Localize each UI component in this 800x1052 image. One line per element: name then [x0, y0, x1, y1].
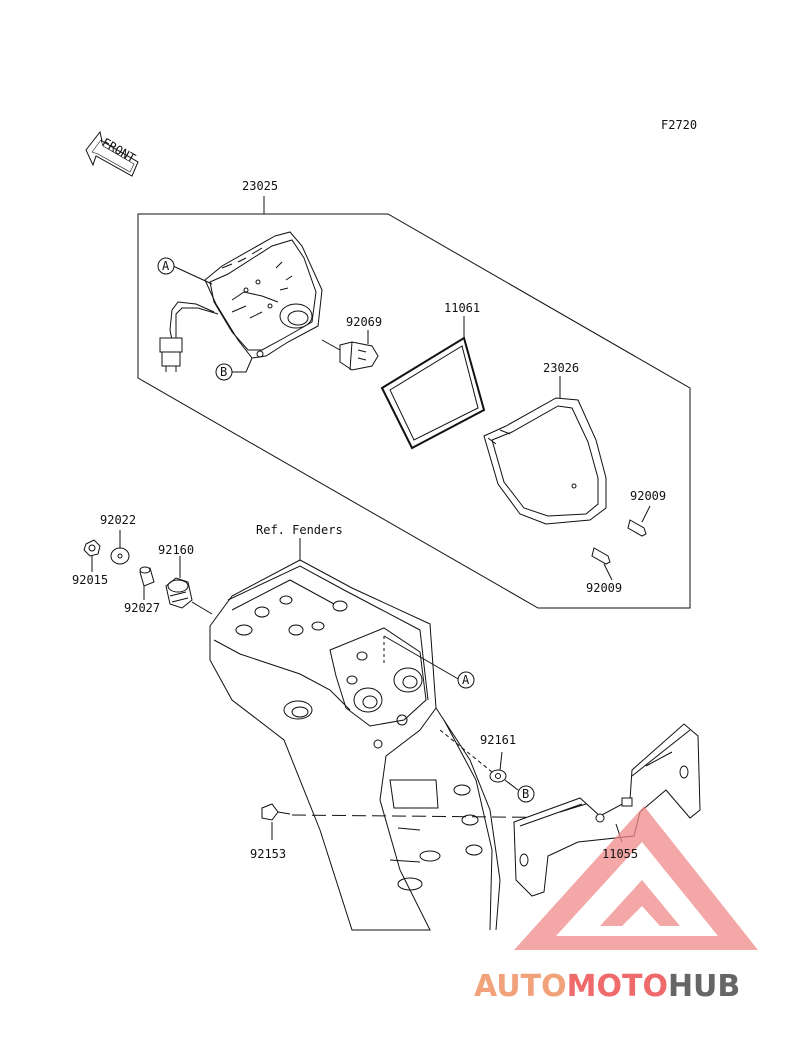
- label-92009-right: 92009: [630, 489, 666, 503]
- label-92009-lower: 92009: [586, 581, 622, 595]
- nut-92015: [83, 539, 101, 572]
- front-arrow-icon: [85, 130, 139, 177]
- rear-fender-frame: [209, 559, 501, 931]
- grommet-92160: [165, 556, 213, 615]
- label-92153: 92153: [250, 847, 286, 861]
- callout-a-frame-circle: [457, 671, 475, 689]
- bracket-11055: [513, 723, 701, 897]
- screw-92009-right: [627, 505, 651, 537]
- callout-b-label: B: [220, 365, 227, 379]
- bolt-92153: [261, 803, 601, 840]
- lens-23026: [483, 376, 607, 525]
- callout-a-label: A: [162, 259, 170, 273]
- watermark-moto: MOTO: [567, 969, 668, 1004]
- callout-b-circle: [215, 363, 233, 381]
- taillight-housing: [159, 231, 323, 372]
- callout-b-frame-label: B: [522, 787, 529, 801]
- gasket-11061: [380, 316, 486, 450]
- label-ref-fenders: Ref. Fenders: [256, 523, 343, 537]
- label-11061: 11061: [444, 301, 480, 315]
- watermark-hub: HUB: [668, 969, 740, 1004]
- label-92022: 92022: [100, 513, 136, 527]
- collar-92027: [139, 566, 155, 600]
- assembly-frame: [137, 213, 691, 609]
- label-92015: 92015: [72, 573, 108, 587]
- label-92161: 92161: [480, 733, 516, 747]
- label-92027: 92027: [124, 601, 160, 615]
- callout-a-circle: [157, 257, 175, 275]
- callout-a-frame-label: A: [462, 673, 470, 687]
- label-92160: 92160: [158, 543, 194, 557]
- label-92069: 92069: [346, 315, 382, 329]
- watermark-logo: [514, 806, 758, 950]
- callout-b-frame-circle: [517, 785, 535, 803]
- label-23025: 23025: [242, 179, 278, 193]
- bulb-92069: [321, 330, 379, 371]
- washer-92161: [439, 729, 519, 791]
- label-11055: 11055: [602, 847, 638, 861]
- figure-code: F2720: [661, 118, 697, 132]
- label-23026: 23026: [543, 361, 579, 375]
- screw-92009-lower: [591, 547, 613, 581]
- watermark-text: AUTOMOTOHUB: [474, 969, 740, 1004]
- watermark-auto: AUTO: [474, 969, 567, 1004]
- washer-92022: [110, 530, 130, 565]
